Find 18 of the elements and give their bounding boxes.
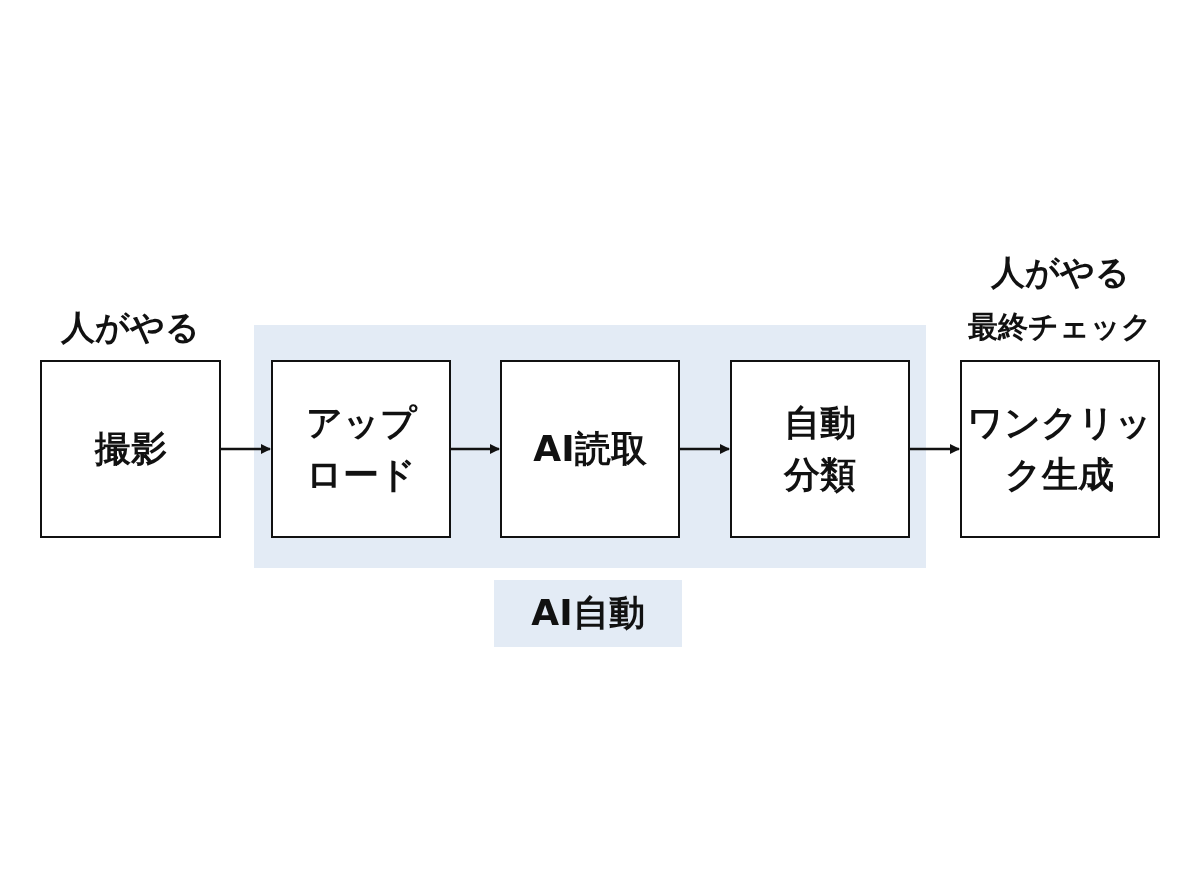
group-label-box — [494, 580, 682, 647]
step-label: AI読取 — [532, 426, 648, 471]
step-label: 自動分類 — [783, 400, 857, 497]
step-label: 撮影 — [93, 426, 168, 471]
step-label: アップロード — [304, 400, 419, 497]
step-label: ワンクリック生成 — [966, 400, 1154, 497]
arrow — [910, 444, 960, 454]
group-band — [254, 325, 926, 568]
process-box — [730, 360, 910, 538]
step-heading: 最終チェック — [968, 308, 1152, 346]
arrow — [680, 444, 730, 454]
step-label: AI自動 — [530, 591, 646, 636]
process-box — [500, 360, 680, 538]
step-heading: 人がやる — [990, 251, 1130, 294]
process-box — [271, 360, 451, 538]
step-heading: 人がやる — [61, 306, 200, 349]
arrow — [221, 444, 271, 454]
arrow — [451, 444, 500, 454]
